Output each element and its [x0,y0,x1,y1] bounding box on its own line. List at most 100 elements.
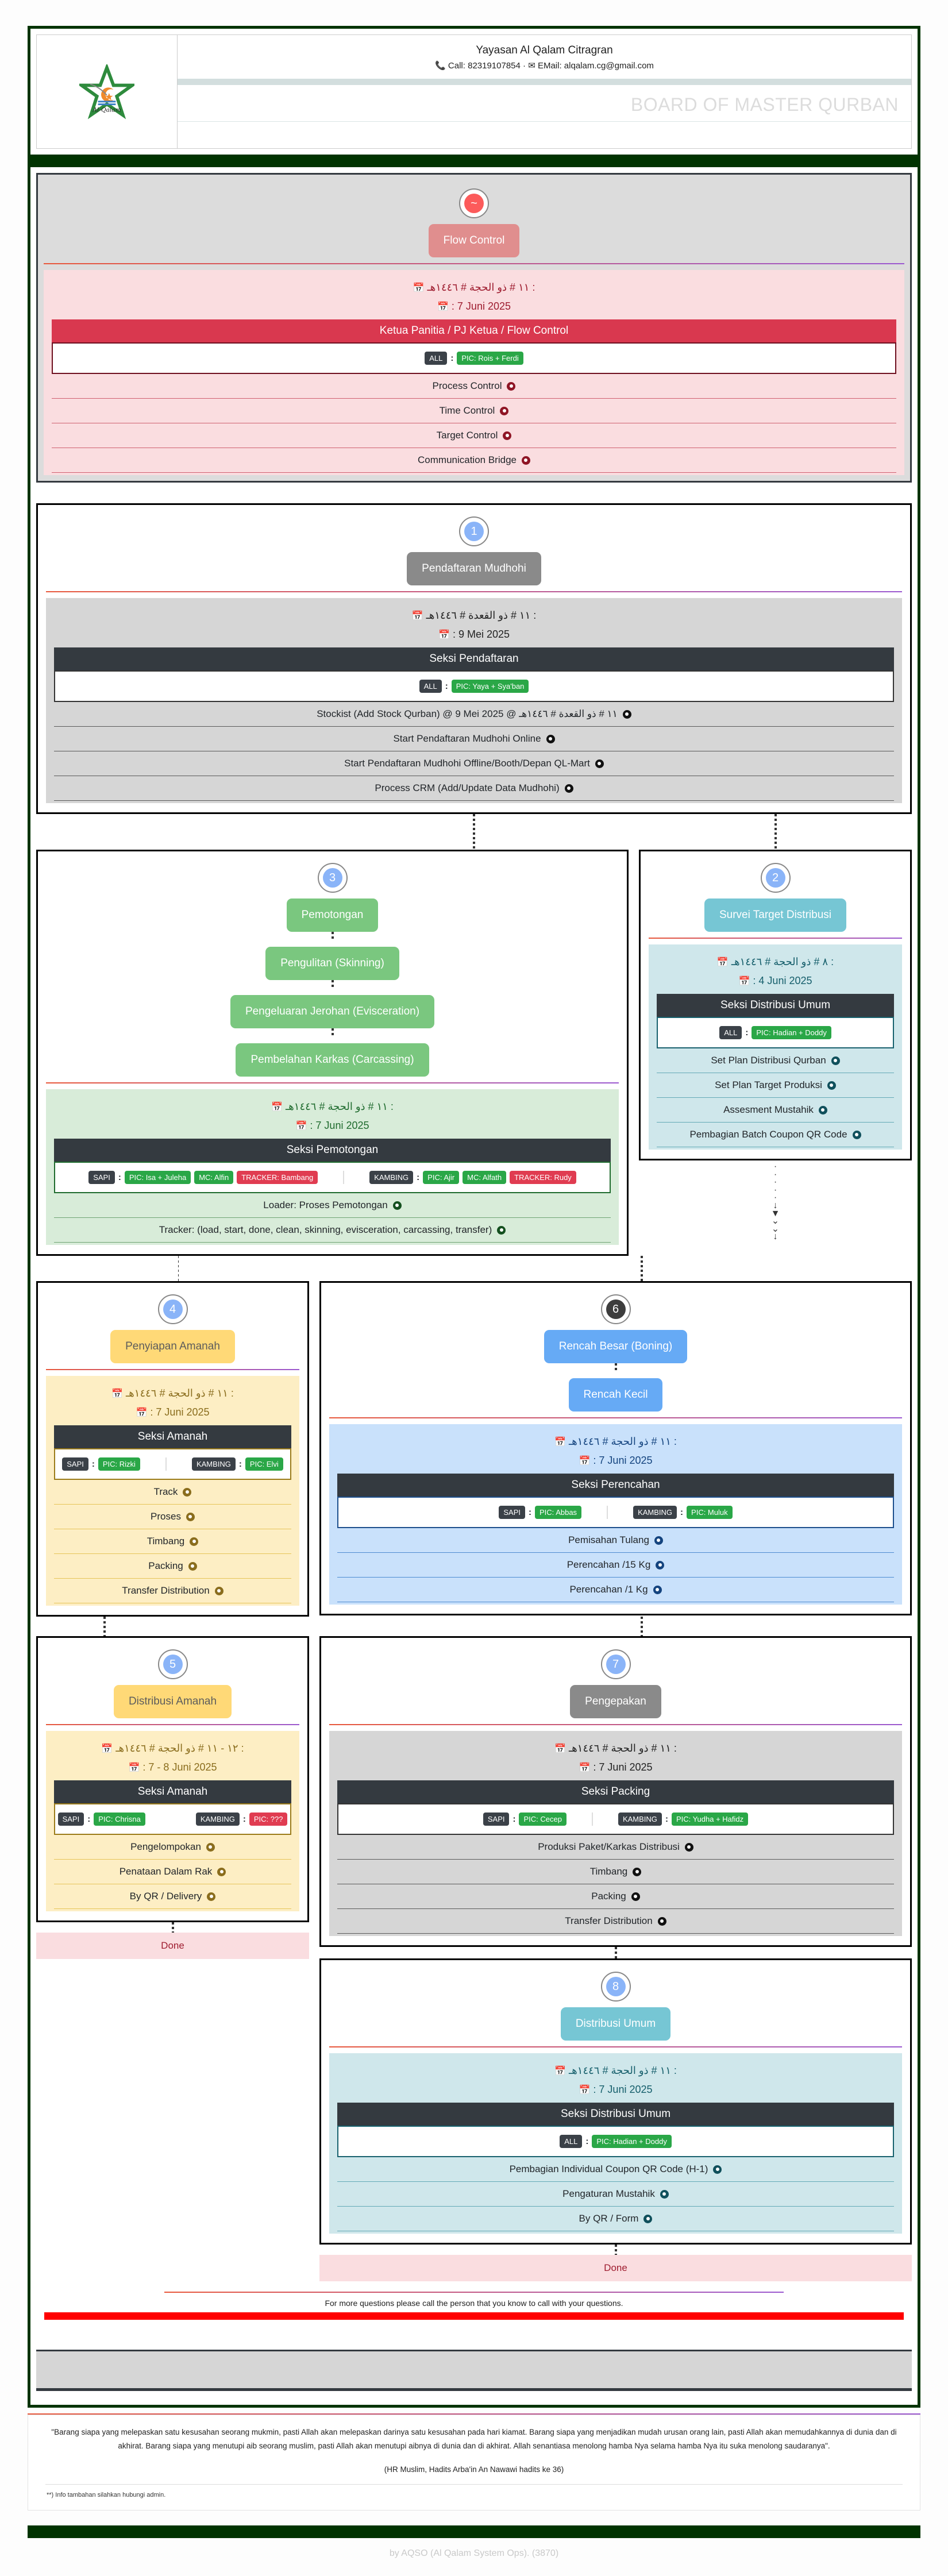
flow-connector [614,1363,617,1372]
task-item[interactable]: Transfer Distribution [337,1909,894,1934]
task-item[interactable]: Penataan Dalam Rak [54,1860,291,1884]
pic-colon: : [417,1173,420,1182]
arrow-down-icon: ↓ [773,1232,778,1242]
task-item[interactable]: Packing [337,1884,894,1909]
stage-penyiapan-amanah: 4 Penyiapan Amanah 📅 ١١ # ذو الحجة # ١٤٤… [36,1281,309,1617]
stage-distribusi-amanah: 5 Distribusi Amanah 📅 ١٢ - ١١ # ذو الحجة… [36,1636,309,1922]
header: Al-Qalam Yayasan Al Qalam Citragran 📞 Ca… [36,34,912,149]
task-item[interactable]: Transfer Distribution [54,1579,291,1603]
task-item[interactable]: Tracker: (load, start, done, clean, skin… [54,1218,611,1243]
task-item[interactable]: Start Pendaftaran Mudhohi Offline/Booth/… [54,751,894,776]
task-item[interactable]: Set Plan Target Produksi [657,1073,894,1098]
task-item[interactable]: Time Control [52,399,896,423]
task-item[interactable]: Timbang [337,1860,894,1884]
gregorian-date: 📅 : 4 Juni 2025 [657,971,894,990]
target-icon [507,381,516,391]
badge-value: 5 [163,1655,183,1674]
hijri-date: 📅 ١٢ - ١١ # ذو الحجة # ١٤٤٦هـ : [54,1739,291,1758]
contact-separator: · [523,61,526,71]
task-label: Track [153,1486,178,1497]
task-item[interactable]: Assesment Mustahik [657,1098,894,1123]
pic-group-sapi: SAPI : PIC: Chrisna [57,1813,145,1826]
col-left: 4 Penyiapan Amanah 📅 ١١ # ذو الحجة # ١٤٤… [36,1281,309,1617]
pic-divider [343,1171,345,1184]
target-icon [684,1842,693,1852]
task-item[interactable]: Pemisahan Tulang [337,1528,894,1553]
pic-colon: : [118,1173,121,1182]
task-item[interactable]: Pembagian Batch Coupon QR Code [657,1123,894,1147]
task-item[interactable]: Stockist (Add Stock Qurban) @ 9 Mei 2025… [54,702,894,727]
pic-group-kambing: KAMBING : PIC: Yudha + Hafidz [618,1813,749,1826]
scope-tag: ALL [425,352,448,365]
task-item[interactable]: Start Pendaftaran Mudhohi Online [54,727,894,751]
pic-tag: PIC: Yaya + Sya'ban [451,680,529,693]
scope-tag: KAMBING [633,1506,677,1519]
flow-connector [171,1922,174,1933]
task-item[interactable]: Process CRM (Add/Update Data Mudhohi) [54,776,894,801]
target-icon [595,759,604,768]
calendar-icon: 📅 [579,1456,591,1466]
step6-title-1[interactable]: Rencah Kecil [568,1378,663,1412]
gregorian-date: 📅 : 7 Juni 2025 [337,1451,894,1470]
task-item[interactable]: Perencahan /1 Kg [337,1578,894,1602]
task-label: Assesment Mustahik [723,1104,814,1115]
target-icon [633,1867,642,1876]
step-badge-6: 6 [600,1294,631,1324]
task-item[interactable]: Target Control [52,423,896,448]
pic-colon: : [445,681,448,691]
step3-title-0[interactable]: Pemotongan [286,898,379,932]
step7-title[interactable]: Pengepakan [570,1685,661,1718]
flow-connector [331,980,334,989]
task-item[interactable]: Produksi Paket/Karkas Distribusi [337,1835,894,1860]
task-item[interactable]: Process Control [52,374,896,399]
step-badge-3: 3 [317,863,348,893]
task-item[interactable]: Proses [54,1505,291,1529]
pic-row: ALL : PIC: Yaya + Sya'ban [54,670,894,702]
stage-pemotongan: 3 Pemotongan Pengulitan (Skinning) Penge… [36,850,629,1256]
step6-title-0[interactable]: Rencah Besar (Boning) [544,1330,688,1363]
pic-tag: PIC: Hadian + Doddy [752,1026,831,1039]
calendar-icon: 📅 [579,1763,591,1773]
section-bar: Ketua Panitia / PJ Ketua / Flow Control [52,319,896,342]
pic-group: ALL : PIC: Hadian + Doddy [719,1026,831,1039]
step8-title[interactable]: Distribusi Umum [560,2007,671,2041]
task-item[interactable]: Packing [54,1554,291,1579]
task-item[interactable]: Perencahan /15 Kg [337,1553,894,1578]
calendar-icon: 📅 [128,1763,140,1773]
flow-connector [178,1256,179,1281]
credit-line: by AQSO (Al Qalam System Ops). (3870) [389,2548,559,2559]
flow-control-title[interactable]: Flow Control [428,224,520,257]
step2-title[interactable]: Survei Target Distribusi [704,898,846,932]
task-item[interactable]: Timbang [54,1529,291,1554]
header-spacer [178,122,911,148]
step3-title-2[interactable]: Pengeluaran Jerohan (Evisceration) [230,995,435,1028]
task-item[interactable]: Pengelompokan [54,1835,291,1860]
step3-title-3[interactable]: Pembelahan Karkas (Carcassing) [236,1043,429,1077]
step5-title[interactable]: Distribusi Amanah [113,1685,232,1718]
task-item[interactable]: Set Plan Distribusi Qurban [657,1048,894,1073]
task-label: Pemisahan Tulang [568,1534,649,1545]
task-item[interactable]: Loader: Proses Pemotongan [54,1193,611,1218]
task-item[interactable]: By QR / Form [337,2207,894,2231]
gradient-rule [44,263,904,264]
task-item[interactable]: Track [54,1480,291,1505]
step4-title[interactable]: Penyiapan Amanah [110,1330,235,1363]
pic-colon: : [87,1814,91,1824]
task-label: Pengelompokan [130,1841,201,1852]
hijri-date: 📅 ١١ # ذو الحجة # ١٤٤٦هـ : [52,278,896,297]
task-item[interactable]: Pengaturan Mustahik [337,2182,894,2207]
target-icon [207,1892,216,1901]
hijri-value: ١١ # ذو الحجة # ١٤٤٦هـ : [126,1387,234,1399]
task-item[interactable]: Pembagian Individual Coupon QR Code (H-1… [337,2157,894,2182]
task-item[interactable]: By QR / Delivery [54,1884,291,1909]
calendar-icon: 📅 [438,630,450,640]
calendar-icon: 📅 [111,1389,123,1399]
masjid-al-qalam-logo-icon: Al-Qalam [76,63,138,119]
svg-text:Al-Qalam: Al-Qalam [92,106,121,113]
gregorian-value: : 4 Juni 2025 [753,975,812,986]
row-step3-step2: 3 Pemotongan Pengulitan (Skinning) Penge… [36,850,912,1256]
step3-title-1[interactable]: Pengulitan (Skinning) [265,947,399,980]
step1-title[interactable]: Pendaftaran Mudhohi [407,552,541,585]
hijri-value: ١١ # ذو الحجة # ١٤٤٦هـ : [427,281,535,293]
task-item[interactable]: Communication Bridge [52,448,896,473]
